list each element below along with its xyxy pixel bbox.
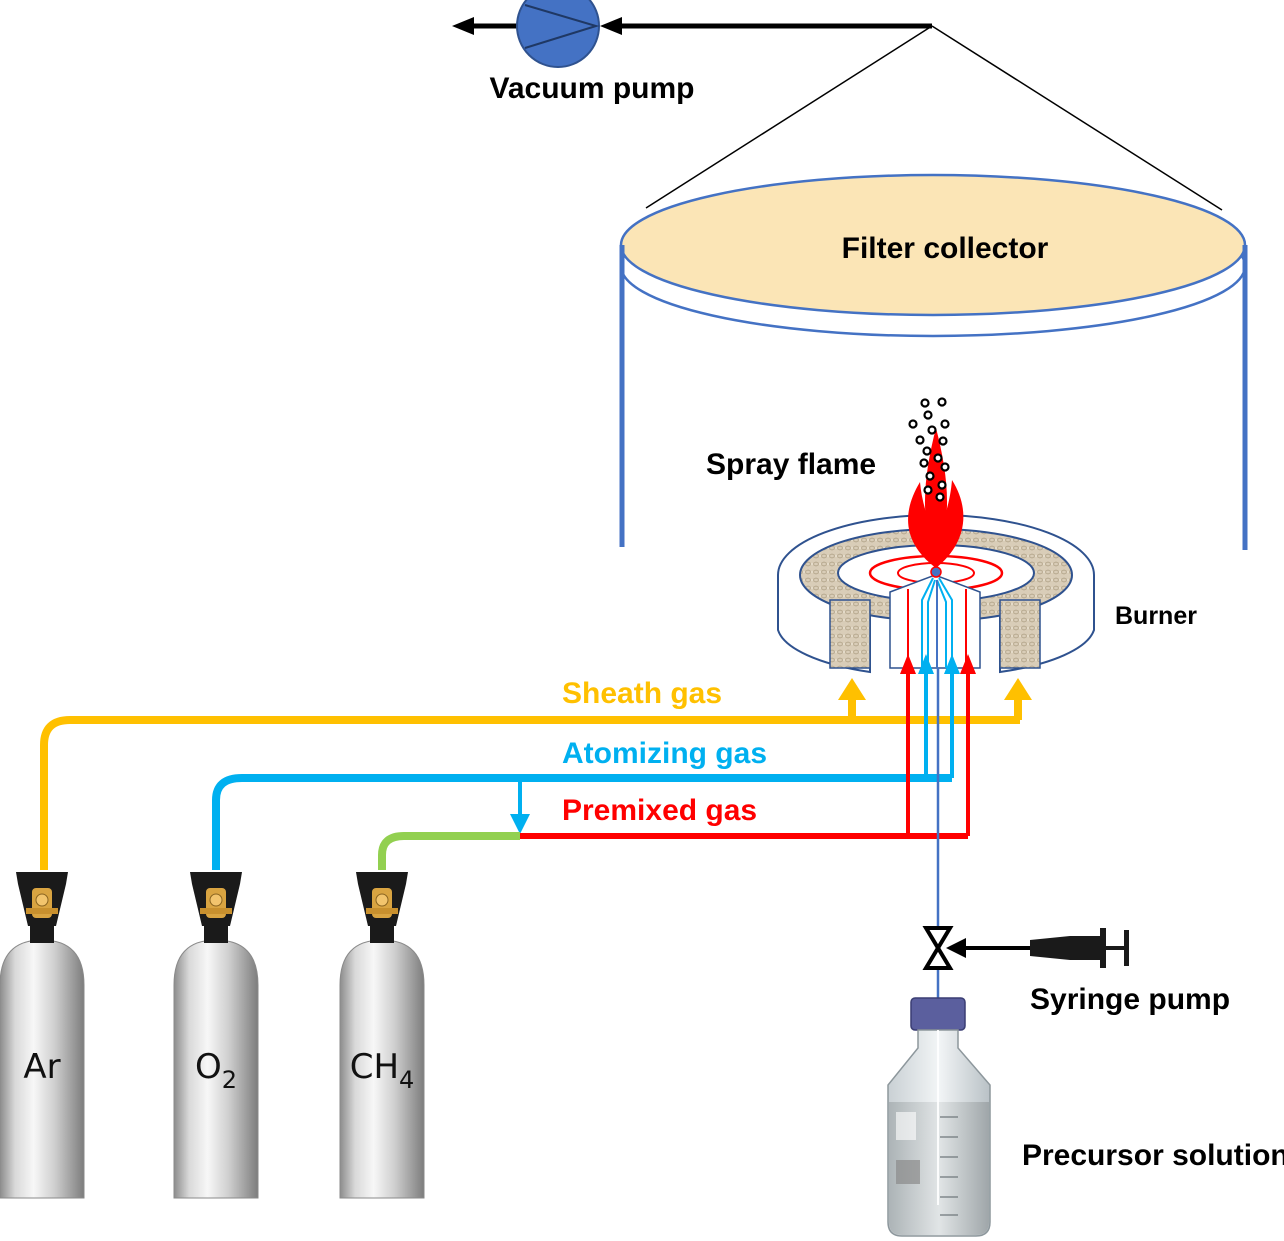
bottle-cap: [910, 997, 966, 1031]
spray-flame: Spray flame: [706, 397, 964, 568]
premix-arrow-right-icon: [960, 654, 976, 674]
bottle-label-square: [896, 1160, 920, 1184]
valve-handle-icon: [946, 938, 966, 958]
premixed-gas-line: Premixed gas: [378, 654, 976, 870]
filter-collector: Filter collector: [619, 25, 1248, 550]
precursor-feed: Syringe pump: [922, 668, 1230, 1016]
sheath-gas-pipe: [40, 716, 1020, 870]
atomizing-risers: [924, 672, 954, 778]
atomizing-gas-pipe: [212, 774, 952, 870]
spray-flame-label: Spray flame: [706, 448, 876, 481]
burner-section-right: [999, 599, 1041, 669]
cylinder-o2: O2: [173, 872, 259, 1199]
syringe-icon: [960, 928, 1129, 968]
filter-collector-label: Filter collector: [842, 232, 1049, 265]
cylinder-label: Ar: [23, 1047, 60, 1087]
hood-line-left: [645, 25, 933, 209]
atomizing-gas-line: Atomizing gas: [212, 654, 960, 870]
cylinder-ch4: CH4: [339, 872, 425, 1199]
cylinder-neck: [30, 925, 54, 943]
exhaust-arrow-icon: [600, 17, 622, 35]
valve-knob-icon: [209, 893, 223, 907]
burner-cutaway: [889, 574, 981, 669]
atomizing-arrow-left-icon: [918, 654, 934, 674]
particles: [908, 397, 950, 502]
premix-risers: [906, 672, 970, 836]
syringe-pump-label: Syringe pump: [1030, 983, 1230, 1016]
hood-line-right: [931, 25, 1223, 211]
nozzle-icon: [930, 566, 942, 578]
atomizing-arrow-right-icon: [944, 654, 960, 674]
valve-bar-icon: [26, 908, 58, 914]
burner-section-left: [829, 599, 871, 669]
premixed-gas-label: Premixed gas: [562, 794, 757, 827]
vacuum-pump: Vacuum pump: [452, 0, 932, 105]
vacuum-pump-label: Vacuum pump: [489, 72, 694, 105]
atomizing-channels-inner: [927, 579, 947, 668]
methane-pipe: [378, 832, 520, 870]
bottle-label-patch: [896, 1112, 916, 1140]
burner: Burner: [777, 514, 1197, 674]
valve-bar-icon: [366, 908, 398, 914]
premix-arrow-left-icon: [900, 654, 916, 674]
sheath-arrow-left-icon: [838, 678, 866, 700]
pump-outlet-arrow-icon: [452, 17, 474, 35]
valve-knob-icon: [35, 893, 49, 907]
atomizing-down-arrow-icon: [510, 814, 530, 834]
cylinder-neck: [204, 925, 228, 943]
valve-knob-icon: [375, 893, 389, 907]
bottle-graduations: [940, 1116, 958, 1216]
gas-cylinders: Ar O2 CH4: [0, 872, 425, 1199]
pump-icon: [516, 0, 600, 68]
atomizing-channels: [921, 577, 953, 668]
burner-label: Burner: [1115, 602, 1197, 630]
precursor-bottle: Precursor solution: [887, 997, 1284, 1237]
cylinder-neck: [370, 925, 394, 943]
valve-top-icon: [922, 926, 954, 952]
flame-right-lobe: [936, 480, 964, 568]
precursor-solution-label: Precursor solution: [1022, 1139, 1284, 1172]
cylinder-label: O2: [195, 1047, 237, 1094]
cylinder-ar: Ar: [0, 872, 85, 1199]
atomizing-gas-label: Atomizing gas: [562, 737, 767, 770]
cylinder-label: CH4: [350, 1047, 415, 1094]
valve-bottom-icon: [922, 944, 954, 970]
sheath-arrow-right-icon: [1004, 678, 1032, 700]
flame-left-lobe: [908, 482, 936, 568]
sheath-gas-line: Sheath gas: [40, 677, 1032, 870]
pump-triangle-icon: [524, 4, 600, 49]
sheath-gas-label: Sheath gas: [562, 677, 722, 710]
valve-bar-icon: [200, 908, 232, 914]
